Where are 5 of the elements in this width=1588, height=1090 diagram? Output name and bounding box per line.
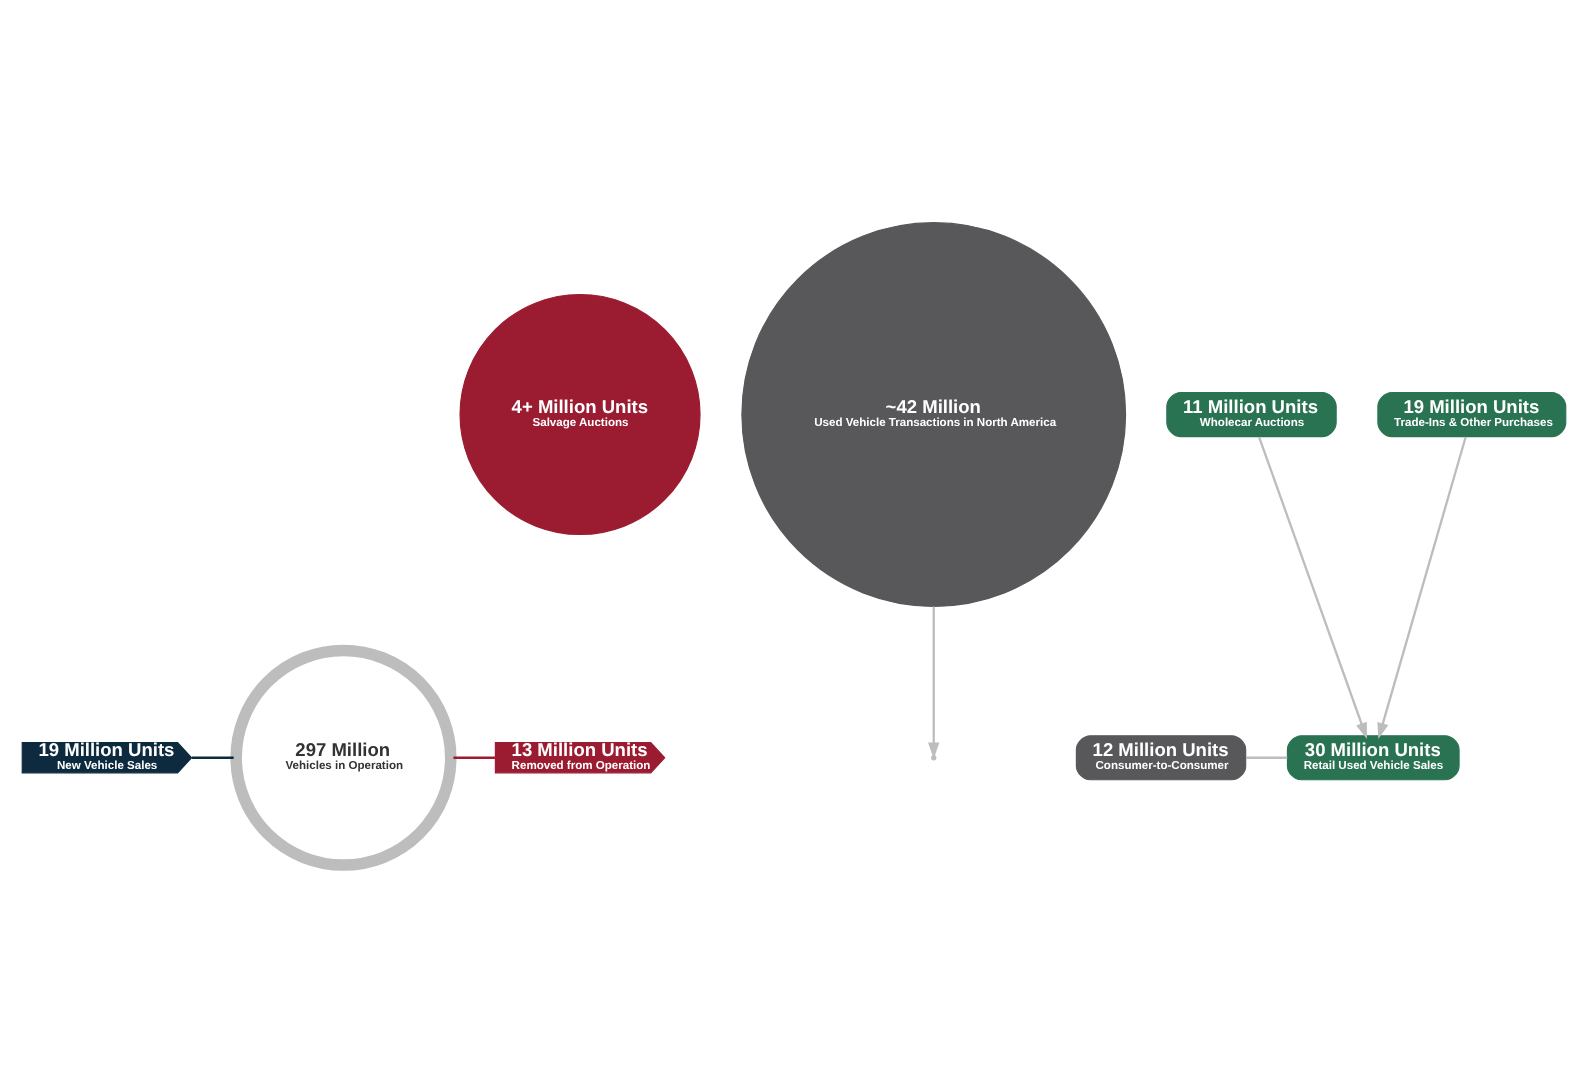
connector — [191, 756, 234, 759]
arrow — [1377, 436, 1467, 740]
arrow — [1258, 436, 1367, 739]
connector — [453, 756, 495, 759]
connector — [1246, 756, 1288, 759]
